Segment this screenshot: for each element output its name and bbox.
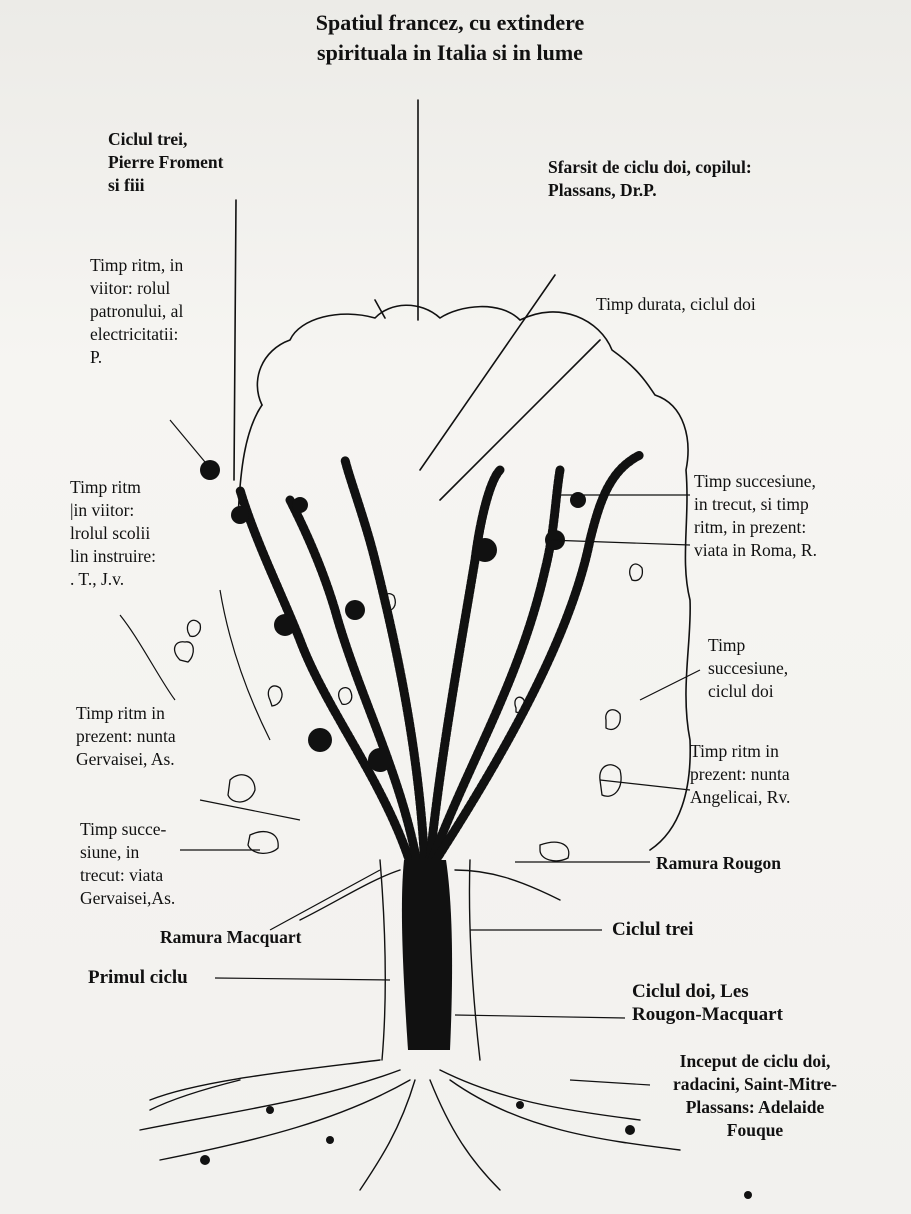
label-timp-ritm-gervaise: Timp ritm in prezent: nunta Gervaisei, A… xyxy=(76,702,266,771)
label-sfarsit-ciclu-doi: Sfarsit de ciclu doi, copilul: Plassans,… xyxy=(548,156,848,202)
label-ramura-macquart: Ramura Macquart xyxy=(160,926,380,949)
label-timp-ritm-viitor-patron: Timp ritm, in viitor: rolul patronului, … xyxy=(90,254,250,369)
label-timp-succesiune-trecut: Timp succe- siune, in trecut: viata Gerv… xyxy=(80,818,230,910)
label-primul-ciclu: Primul ciclu xyxy=(88,966,228,989)
branch-mid-2 xyxy=(430,470,500,860)
label-ciclul-trei: Ciclul trei xyxy=(612,918,772,941)
label-timp-succesiune-roma: Timp succesiune, in trecut, si timp ritm… xyxy=(694,470,904,562)
axis-diagonal-right xyxy=(420,275,555,470)
trunk xyxy=(402,860,452,1050)
label-ramura-rougon: Ramura Rougon xyxy=(656,852,856,875)
axis-top-short xyxy=(375,300,385,318)
label-timp-ritm-angelica: Timp ritm in prezent: nunta Angelicai, R… xyxy=(690,740,870,809)
branch-right-2 xyxy=(436,455,640,860)
label-timp-succesiune-doi: Timp succesiune, ciclul doi xyxy=(708,634,868,703)
label-ciclul-doi: Ciclul doi, Les Rougon-Macquart xyxy=(632,980,862,1026)
label-timp-ritm-scolii: Timp ritm |in viitor: lrolul scolii lin … xyxy=(70,476,220,591)
label-timp-durata: Timp durata, ciclul doi xyxy=(596,293,856,316)
axis-diagonal-right-2 xyxy=(440,340,600,500)
branch-right-1 xyxy=(432,470,560,860)
branch-left-1 xyxy=(240,490,420,900)
diagram-title: Spatiul francez, cu extindere spirituala… xyxy=(240,8,660,68)
label-ciclul-trei-top: Ciclul trei, Pierre Froment si fiii xyxy=(108,128,278,197)
label-inceput-ciclu-doi: Inceput de ciclu doi, radacini, Saint-Mi… xyxy=(640,1050,870,1142)
